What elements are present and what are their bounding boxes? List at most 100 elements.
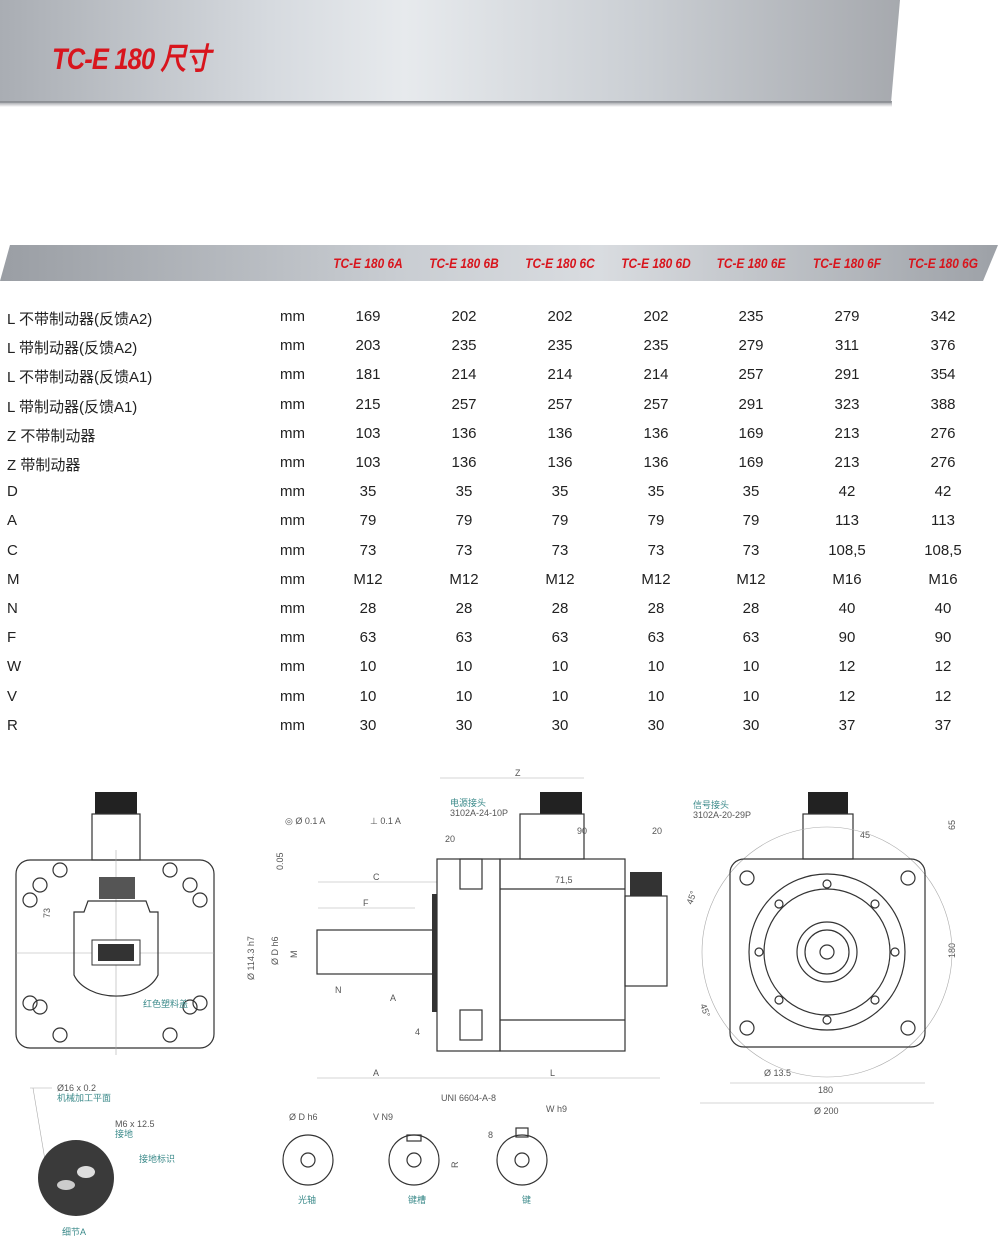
row-unit: mm [280, 366, 305, 384]
table-cell: 12 [838, 658, 856, 676]
row-label: M [7, 570, 20, 588]
svg-text:Ø16 x 0.2: Ø16 x 0.2 [57, 1083, 96, 1093]
front-view-right: 45 65 180 45° 45° Ø 13.5 180 Ø 200 [684, 792, 957, 1116]
table-cell: 79 [551, 512, 569, 530]
table-cell: 35 [359, 483, 377, 501]
table-cell: 73 [551, 541, 569, 559]
table-cell: 202 [451, 308, 477, 325]
svg-text:M6 x 12.5: M6 x 12.5 [115, 1119, 155, 1129]
row-label: L 不带制动器(反馈A1) [7, 369, 153, 387]
svg-text:◎ Ø 0.1 A: ◎ Ø 0.1 A [285, 816, 325, 826]
row-label: R [7, 716, 18, 734]
svg-text:Z: Z [515, 768, 521, 778]
table-cell: 30 [455, 716, 473, 734]
svg-text:65: 65 [947, 820, 957, 830]
column-header-model: TC-E 180 6A [333, 255, 403, 271]
table-cell: 10 [455, 687, 473, 705]
svg-text:R: R [450, 1161, 460, 1168]
table-cell: 63 [742, 629, 760, 647]
table-cell: 169 [738, 454, 764, 471]
svg-text:V N9: V N9 [373, 1112, 393, 1122]
table-cell: 79 [647, 512, 665, 530]
table-cell: 10 [359, 687, 377, 705]
table-cell: 12 [934, 658, 952, 676]
table-cell: 63 [647, 629, 665, 647]
svg-text:4: 4 [415, 1027, 420, 1037]
table-cell: 257 [451, 395, 477, 413]
table-cell: 136 [451, 454, 477, 471]
row-label: D [7, 483, 18, 501]
table-cell: 63 [455, 629, 473, 647]
column-header-model: TC-E 180 6C [525, 255, 595, 271]
table-cell: 108,5 [924, 541, 962, 559]
row-unit: mm [280, 454, 305, 471]
svg-text:180: 180 [818, 1085, 833, 1095]
svg-text:细节A: 细节A [62, 1226, 86, 1237]
table-cell: 28 [742, 600, 760, 617]
row-unit: mm [280, 629, 305, 647]
table-cell: 214 [547, 366, 573, 384]
table-cell: 10 [551, 658, 569, 676]
table-cell: 215 [355, 395, 381, 413]
column-header-model: TC-E 180 6E [716, 255, 786, 271]
table-cell: 30 [359, 716, 377, 734]
svg-text:M: M [289, 951, 299, 959]
shaft-sections: Ø D h6 光轴 V N9 R 键槽 W h9 8 键 [282, 1104, 567, 1205]
table-cell: 136 [547, 424, 573, 442]
svg-text:UNI 6604-A-8: UNI 6604-A-8 [441, 1093, 496, 1103]
table-cell: 90 [934, 629, 952, 647]
table-cell: 291 [834, 366, 860, 384]
table-cell: M16 [832, 570, 862, 588]
table-cell: 37 [838, 716, 856, 734]
svg-text:机械加工平面: 机械加工平面 [57, 1092, 111, 1103]
row-unit: mm [280, 658, 305, 676]
table-cell: 257 [643, 395, 669, 413]
table-cell: 113 [835, 512, 859, 530]
table-cell: 311 [835, 337, 859, 355]
svg-text:90: 90 [577, 826, 587, 836]
column-header-model: TC-E 180 6G [907, 255, 979, 271]
table-cell: M12 [641, 570, 671, 588]
svg-text:Ø D h6: Ø D h6 [289, 1112, 318, 1122]
svg-text:电源接头: 电源接头 [450, 797, 486, 808]
table-cell: 30 [742, 716, 760, 734]
row-unit: mm [280, 570, 305, 588]
power-connector-icon [95, 792, 137, 814]
signal-connector-icon [808, 792, 848, 814]
row-label: Z 不带制动器 [7, 427, 96, 445]
banner-shadow [0, 101, 892, 107]
table-cell: 28 [359, 600, 377, 617]
svg-text:45°: 45° [684, 889, 698, 906]
row-unit: mm [280, 395, 305, 413]
table-cell: M16 [928, 570, 958, 588]
svg-text:45: 45 [860, 830, 870, 840]
table-cell: 35 [551, 483, 569, 501]
table-cell: 28 [551, 600, 569, 617]
table-cell: 79 [455, 512, 473, 530]
column-header-model: TC-E 180 6D [621, 255, 691, 271]
table-cell: 10 [742, 687, 760, 705]
table-cell: 35 [647, 483, 665, 501]
table-cell: 113 [931, 512, 955, 530]
table-cell: 28 [647, 600, 665, 617]
table-cell: 323 [834, 395, 860, 413]
svg-text:3102A-24-10P: 3102A-24-10P [450, 808, 508, 818]
table-cell: 63 [551, 629, 569, 647]
table-cell: 235 [643, 337, 669, 355]
row-unit: mm [280, 308, 305, 325]
svg-text:45°: 45° [698, 1002, 712, 1019]
row-label: L 带制动器(反馈A2) [7, 340, 138, 358]
table-cell: 103 [355, 454, 381, 471]
table-cell: 257 [547, 395, 573, 413]
table-cell: 214 [643, 366, 669, 384]
table-cell: 40 [838, 600, 856, 617]
table-cell: M12 [449, 570, 479, 588]
svg-text:光轴: 光轴 [298, 1194, 316, 1205]
table-cell: 235 [547, 337, 573, 355]
